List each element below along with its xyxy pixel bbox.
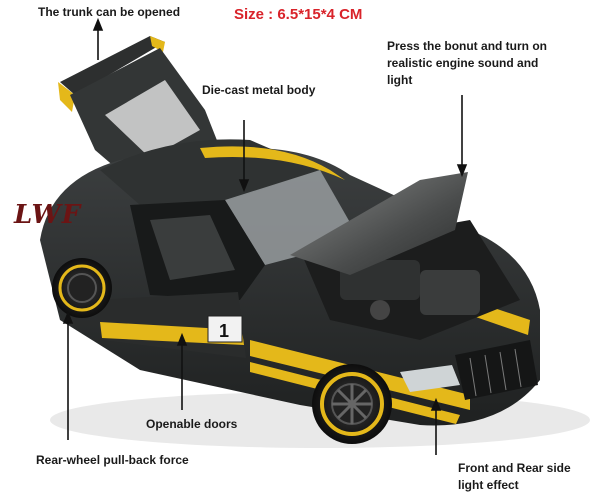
front-wheel — [312, 364, 392, 444]
open-hood — [290, 172, 468, 275]
callout-bonnet: Press the bonut and turn on realistic en… — [387, 39, 548, 87]
door-number: 1 — [219, 321, 229, 341]
callout-trunk: The trunk can be opened — [38, 5, 181, 19]
brand-logo: LWF — [14, 200, 82, 230]
callout-doors: Openable doors — [146, 417, 238, 431]
callout-pullback: Rear-wheel pull-back force — [36, 453, 189, 467]
callout-lights: Front and Rear side light effect — [458, 461, 571, 492]
callout-body: Die-cast metal body — [202, 83, 316, 97]
size-label: Size : 6.5*15*4 CM — [234, 6, 363, 23]
rear-wheel — [52, 258, 112, 318]
callout-arrows — [62, 17, 468, 455]
